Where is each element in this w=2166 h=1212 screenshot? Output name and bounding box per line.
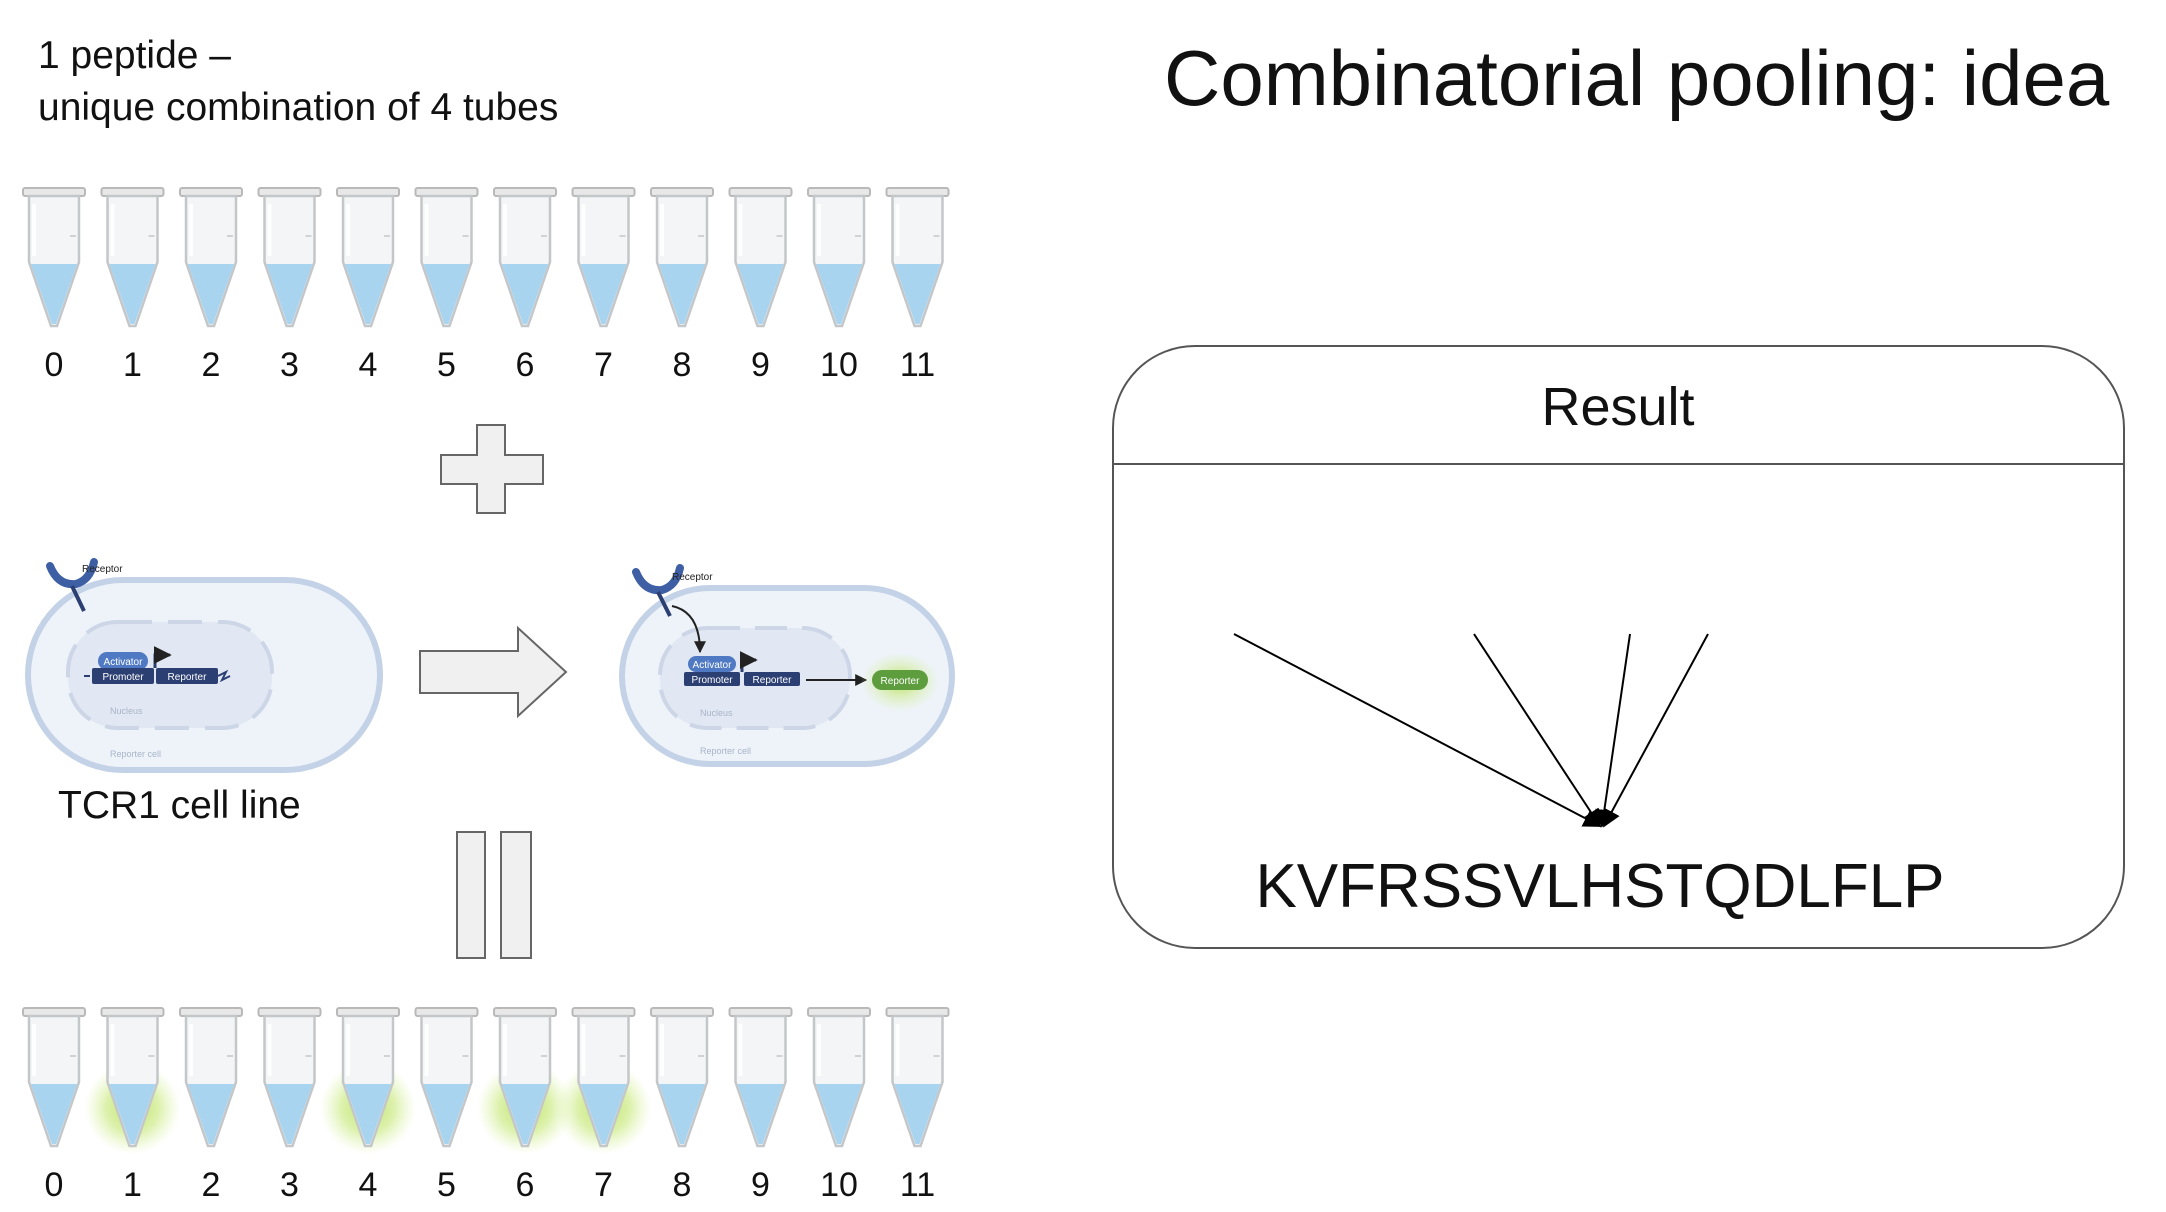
top-tube-label: 3 (280, 346, 299, 384)
bottom-tube: 4 (320, 1006, 416, 1204)
top-tube-label: 11 (900, 346, 935, 384)
bottom-tube-label: 11 (900, 1166, 935, 1204)
promoter-label: Promoter (102, 672, 144, 683)
receptor-label-right: Receptor (672, 572, 713, 583)
nucleus-label: Nucleus (110, 706, 143, 716)
bottom-tube: 6 (477, 1006, 573, 1204)
top-tube: 10 (806, 186, 872, 384)
tube-row-top: 0 1 2 3 4 5 6 7 8 9 10 11 (21, 186, 951, 384)
activator-label-right: Activator (693, 660, 733, 671)
reporter-gene-label: Reporter (168, 672, 208, 683)
reporter-cell-left: Receptor Activator Promoter Reporter Nuc… (25, 558, 383, 773)
top-tube-label: 10 (820, 346, 858, 384)
top-tube-label: 9 (751, 346, 770, 384)
subtitle-line-2: unique combination of 4 tubes (38, 86, 559, 129)
top-tube-label: 2 (202, 346, 221, 384)
nucleus-label-right: Nucleus (700, 708, 733, 718)
result-title: Result (1541, 377, 1694, 437)
tube-row-bottom: 0 1 2 3 4 5 6 7 8 9 10 11 (21, 1006, 951, 1204)
top-tube-label: 4 (359, 346, 378, 384)
bottom-tube-label: 5 (437, 1166, 456, 1204)
top-tube: 9 (727, 186, 794, 384)
top-tube: 4 (335, 186, 401, 384)
bottom-tube-label: 8 (673, 1166, 692, 1204)
reporter-cell-right: Receptor Activator Promoter Reporter Rep… (619, 564, 955, 767)
slide-title: Combinatorial pooling: idea (1164, 34, 2110, 122)
bottom-tube: 9 (727, 1006, 794, 1204)
top-tube: 11 (884, 186, 951, 384)
bottom-tube: 1 (84, 1006, 181, 1204)
cell-label: Reporter cell (110, 749, 161, 759)
top-tube-label: 8 (673, 346, 692, 384)
bottom-tube: 5 (413, 1006, 480, 1204)
bottom-tube-label: 7 (594, 1166, 613, 1204)
top-tube-label: 5 (437, 346, 456, 384)
reporter-gene-label-right: Reporter (753, 675, 793, 686)
reporter-output-label: Reporter (881, 676, 921, 687)
activator-label: Activator (104, 657, 144, 668)
subtitle-line-1: 1 peptide – (38, 34, 232, 77)
receptor-label: Receptor (82, 564, 123, 575)
subtitle: 1 peptide – unique combination of 4 tube… (38, 30, 558, 134)
cell-line-caption: TCR1 cell line (58, 784, 301, 827)
top-tube: 2 (178, 186, 244, 384)
bottom-tube-label: 1 (123, 1166, 142, 1204)
result-peptide: KVFRSSVLHSTQDLFLP (1255, 852, 1944, 921)
top-tube: 7 (570, 186, 637, 384)
bottom-tube-label: 10 (820, 1166, 858, 1204)
top-tube-label: 7 (594, 346, 613, 384)
bottom-tube-label: 2 (202, 1166, 221, 1204)
plus-icon (440, 424, 544, 514)
top-tube-label: 0 (45, 346, 64, 384)
right-arrow-icon (419, 625, 568, 719)
bottom-tube: 2 (178, 1006, 244, 1204)
top-tube: 8 (649, 186, 715, 384)
bottom-tube: 3 (256, 1006, 323, 1204)
bottom-tube-label: 3 (280, 1166, 299, 1204)
top-tube: 3 (256, 186, 323, 384)
top-tube: 6 (492, 186, 558, 384)
cell-label-right: Reporter cell (700, 746, 751, 756)
bottom-tube: 11 (884, 1006, 951, 1204)
receptor-icon-right (632, 564, 684, 595)
bottom-tube: 8 (649, 1006, 715, 1204)
receptor-icon (46, 558, 98, 589)
equals-bar-left (456, 831, 486, 959)
bottom-tube: 0 (21, 1006, 87, 1204)
equals-bar-right (500, 831, 532, 959)
top-tube-label: 1 (123, 346, 142, 384)
top-tube: 1 (99, 186, 166, 384)
bottom-tube: 10 (806, 1006, 872, 1204)
top-tube-label: 6 (516, 346, 535, 384)
promoter-label-right: Promoter (691, 675, 733, 686)
top-tube: 5 (413, 186, 480, 384)
peptide-arrows (1233, 633, 1709, 828)
bottom-tube-label: 6 (516, 1166, 535, 1204)
bottom-tube-label: 4 (359, 1166, 378, 1204)
bottom-tube-label: 9 (751, 1166, 770, 1204)
bottom-tube: 7 (555, 1006, 652, 1204)
bottom-tube-label: 0 (45, 1166, 64, 1204)
result-panel: Result KVFRSSVLHSTQDLFLP (1112, 345, 2125, 949)
top-tube: 0 (21, 186, 87, 384)
